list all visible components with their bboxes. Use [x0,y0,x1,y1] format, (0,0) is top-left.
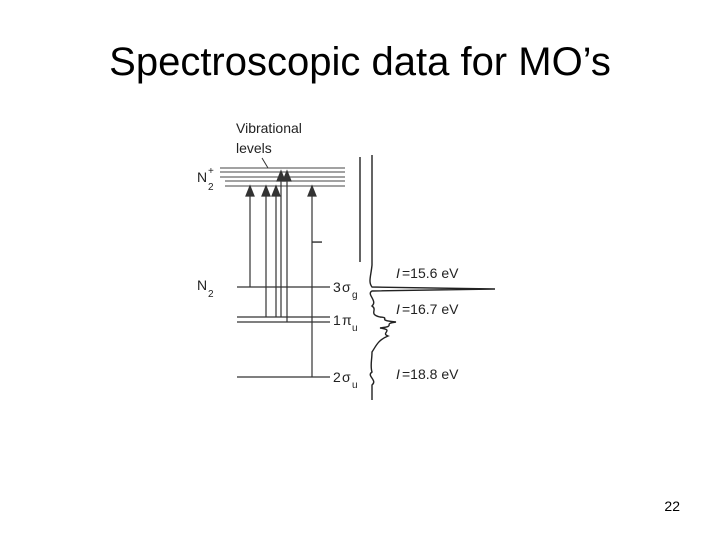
svg-text:2: 2 [208,289,214,300]
axis-symbol: I [309,240,325,244]
page-number: 22 [664,498,680,514]
svg-text:=15.6 eV: =15.6 eV [402,265,459,281]
svg-text:3: 3 [333,279,341,295]
orbital-label-2sigma-u: 2 σ u [333,369,358,391]
svg-text:I: I [396,265,400,281]
orbital-level-lines [237,286,330,378]
ionization-energy-2: I =16.7 eV [396,301,459,317]
orbital-label-3sigma-g: 3 σ g [333,279,358,301]
svg-text:+: + [208,166,214,177]
svg-text:g: g [352,290,358,301]
svg-text:I: I [396,366,400,382]
svg-text:N: N [197,169,207,185]
ion-label: N + 2 [197,166,214,193]
vibrational-label-line2: levels [236,140,272,156]
svg-text:u: u [352,323,358,334]
svg-text:σ: σ [342,279,351,295]
orbital-label-1pi-u: 1 π u [333,312,358,334]
vibrational-label-line1: Vibrational [236,120,302,136]
svg-text:N: N [197,277,207,293]
svg-text:2: 2 [208,182,214,193]
svg-text:=16.7 eV: =16.7 eV [402,301,459,317]
vibrational-pointer [261,157,269,169]
ionization-energy-3: I =18.8 eV [396,366,459,382]
svg-text:I: I [396,301,400,317]
svg-text:π: π [342,312,352,328]
photoelectron-spectrum [359,155,496,400]
svg-text:u: u [352,380,358,391]
ionization-arrows [245,169,317,377]
svg-text:=18.8 eV: =18.8 eV [402,366,459,382]
svg-text:2: 2 [333,369,341,385]
svg-text:1: 1 [333,312,341,328]
slide-title: Spectroscopic data for MO’s [109,40,611,84]
molecule-label: N 2 [197,277,214,300]
ionization-energy-1: I =15.6 eV [396,265,459,281]
svg-text:σ: σ [342,369,351,385]
